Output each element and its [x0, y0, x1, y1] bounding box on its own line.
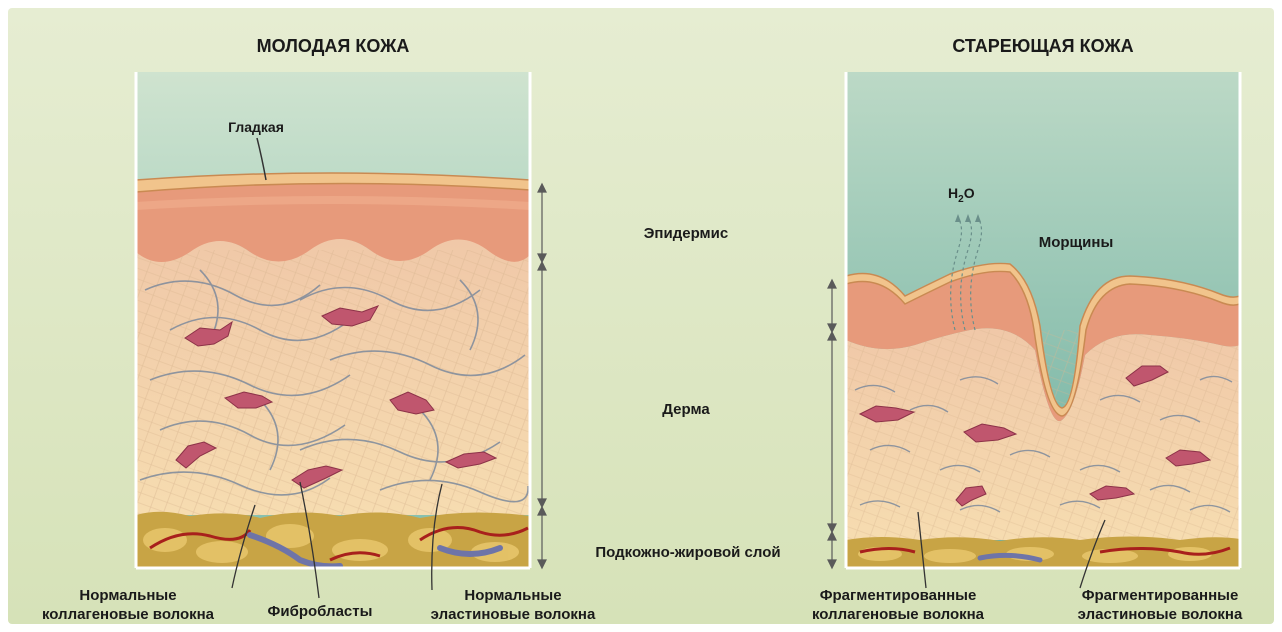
- smooth-label: Гладкая: [228, 119, 284, 135]
- water-label-o: O: [964, 185, 975, 201]
- young-elastin-label-2: эластиновые волокна: [431, 606, 596, 623]
- aging-skin-block: [846, 72, 1240, 568]
- wrinkles-label: Морщины: [1039, 234, 1114, 251]
- water-label-h: H: [948, 185, 958, 201]
- aging-elastin-label-1: Фрагментированные: [1082, 587, 1239, 604]
- aging-collagen-label-1: Фрагментированные: [820, 587, 977, 604]
- aging-collagen-label-2: коллагеновые волокна: [812, 606, 985, 623]
- dermis-label: Дерма: [662, 401, 710, 418]
- young-collagen-label-1: Нормальные: [79, 587, 176, 604]
- epidermis-label: Эпидермис: [644, 225, 728, 242]
- aging-skin-title: СТАРЕЮЩАЯ КОЖА: [952, 36, 1133, 56]
- young-skin-block: [136, 72, 530, 568]
- young-elastin-label-1: Нормальные: [464, 587, 561, 604]
- aging-elastin-label-2: эластиновые волокна: [1078, 606, 1243, 623]
- young-skin-title: МОЛОДАЯ КОЖА: [257, 36, 410, 56]
- young-collagen-label-2: коллагеновые волокна: [42, 606, 215, 623]
- fibroblasts-label: Фибробласты: [268, 603, 373, 620]
- subcutaneous-label: Подкожно-жировой слой: [595, 544, 780, 561]
